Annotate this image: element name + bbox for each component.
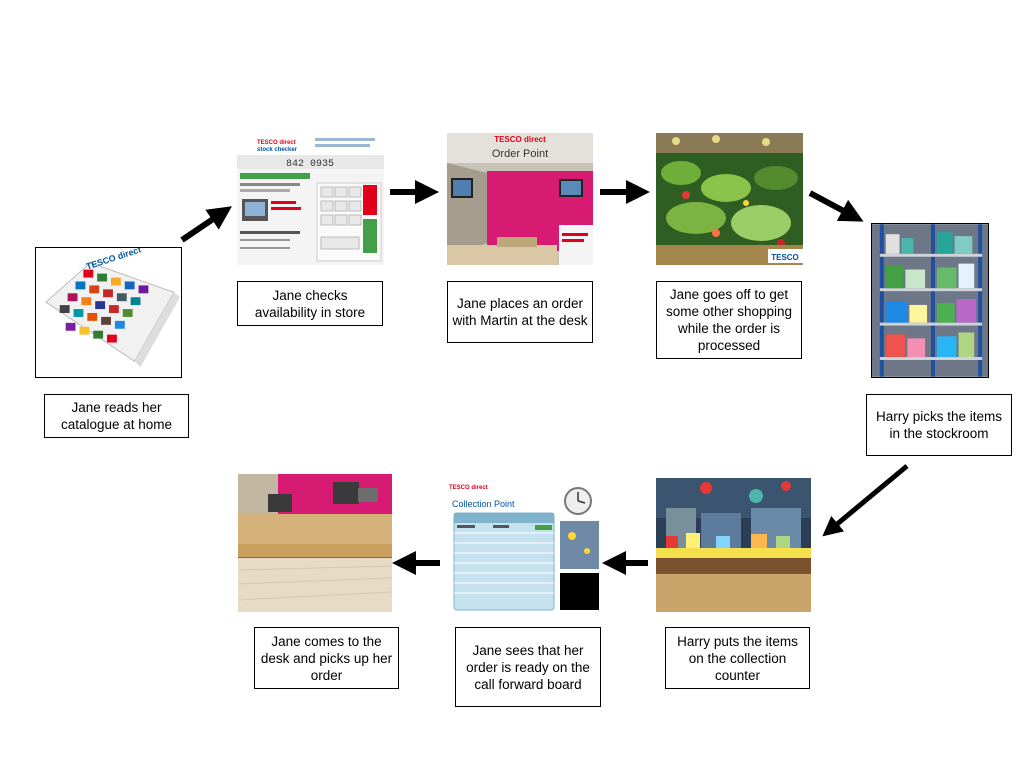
stock-checker-image: TESCO direct stock checker 842 0935 [237,133,384,265]
arrow-catalogue-to-stock-checker [180,206,232,243]
collection-counter-image [656,478,811,612]
stock-checker-brand: TESCO direct [257,140,296,146]
stock-checker-title: stock checker [257,147,298,153]
caption-collection-counter: Harry puts the items on the collection c… [665,627,810,689]
arrow-shopping-to-stockroom [808,190,864,222]
caption-catalogue: Jane reads her catalogue at home [44,394,189,438]
caption-desk-pickup: Jane comes to the desk and picks up her … [254,627,399,689]
stock-checker-number: 842 0935 [286,159,334,170]
caption-stockroom: Harry picks the items in the stockroom [866,394,1012,456]
shopping-brand: TESCO [771,253,799,262]
order-point-title: Order Point [492,148,548,160]
stockroom-image [871,223,989,378]
call-forward-board-image: TESCO direct Collection Point [447,481,600,612]
caption-shopping: Jane goes off to get some other shopping… [656,281,802,359]
arrow-stockroom-to-counter [822,464,909,537]
board-brand: TESCO direct [449,485,488,491]
catalogue-image: TESCO direct [35,247,182,378]
board-title: Collection Point [452,499,515,509]
order-point-brand: TESCO direct [494,135,546,144]
caption-call-forward-board: Jane sees that her order is ready on the… [455,627,601,707]
order-point-image: TESCO direct Order Point [447,133,593,265]
caption-order-point: Jane places an order with Martin at the … [447,281,593,343]
caption-stock-checker: Jane checks availability in store [237,281,383,326]
desk-pickup-image [238,474,392,612]
shopping-image: TESCO [656,133,803,265]
